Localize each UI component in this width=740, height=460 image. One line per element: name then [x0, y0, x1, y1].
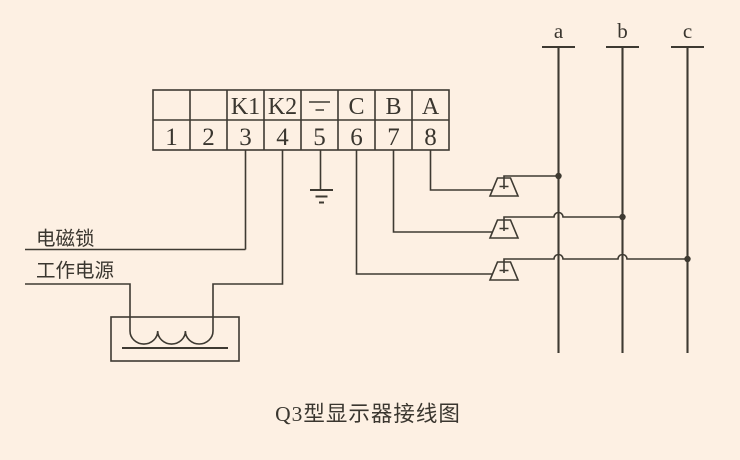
phase-c-label: c — [683, 19, 692, 43]
phase-bus-c — [671, 45, 704, 353]
sensor-a-plate — [499, 178, 509, 189]
sensor-b-body — [488, 219, 520, 239]
junction-dot-bus-c — [684, 255, 691, 263]
terminal-number-2: 2 — [202, 124, 215, 151]
earth-ground-icon — [310, 150, 333, 204]
wire-terminal7-to-sensor-b — [392, 150, 492, 233]
capacitive-sensor-c-icon — [488, 253, 691, 281]
left-wiring: 电磁锁 工作电源 — [25, 150, 284, 331]
terminal-label-c: C — [348, 94, 364, 120]
chassis-ground-icon — [309, 101, 330, 111]
capacitive-sensor-b-icon — [488, 211, 626, 239]
diagram-caption: Q3型显示器接线图 — [275, 402, 461, 426]
terminal-number-6: 6 — [350, 124, 363, 151]
terminal-number-1: 1 — [165, 124, 178, 151]
transformer-box — [110, 316, 240, 362]
phase-buses: a b c — [542, 19, 704, 353]
wire-working-power-to-transformer — [25, 283, 131, 331]
wire-terminal8-to-sensor-a — [429, 150, 492, 191]
terminal-label-k2: K2 — [268, 94, 297, 120]
wire-sensor-a-to-bus-a — [503, 175, 559, 178]
terminal-number-5: 5 — [313, 124, 326, 151]
sensor-c-plate — [499, 262, 509, 273]
phase-bus-b — [606, 45, 639, 353]
ground-bars — [310, 188, 333, 204]
terminal-number-3: 3 — [239, 124, 252, 151]
transformer-icon — [110, 316, 240, 362]
terminal-block: K1 K2 C B A 1 2 3 4 5 6 7 8 — [152, 89, 450, 151]
phase-bus-a — [542, 45, 575, 353]
transformer-coil — [129, 330, 214, 345]
wire-terminal3-electromagnetic-lock — [25, 150, 247, 251]
terminal-number-4: 4 — [276, 124, 289, 151]
terminal-number-8: 8 — [424, 124, 437, 151]
sensor-input-wires — [355, 150, 492, 275]
phase-b-label: b — [617, 19, 628, 43]
terminal-label-b: B — [385, 94, 401, 120]
junction-dot-bus-b — [619, 213, 626, 221]
electromagnetic-lock-label: 电磁锁 — [36, 228, 95, 250]
wire-terminal4-to-transformer — [212, 150, 284, 331]
sensor-a-body — [488, 177, 520, 197]
wire-sensor-b-to-bus-b — [503, 211, 623, 220]
wire-sensor-c-to-bus-c — [503, 253, 688, 262]
wire-terminal6-to-sensor-c — [355, 150, 492, 275]
terminal-block-column-dividers — [189, 90, 413, 150]
sensor-c-body — [488, 261, 520, 281]
terminal-label-k1: K1 — [231, 94, 260, 120]
working-power-label: 工作电源 — [36, 260, 114, 282]
capacitive-sensor-a-icon — [488, 172, 562, 197]
sensor-b-plate — [499, 220, 509, 231]
junction-dot-bus-a — [555, 172, 562, 180]
terminal-number-7: 7 — [387, 124, 400, 151]
phase-a-label: a — [554, 19, 564, 43]
terminal-label-a: A — [422, 94, 440, 120]
